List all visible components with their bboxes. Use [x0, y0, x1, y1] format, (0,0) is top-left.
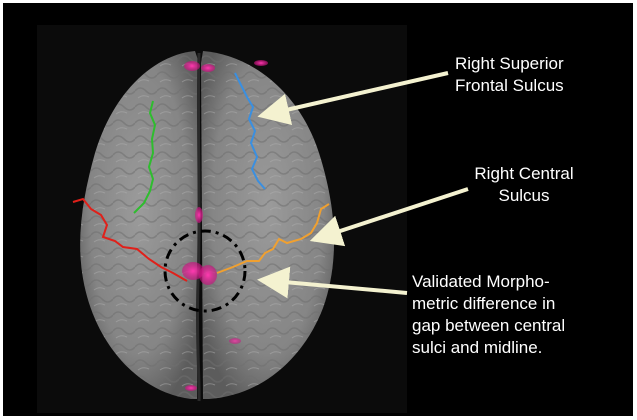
- callout-central: Right Central Sulcus: [459, 163, 589, 207]
- callout-morphometric: Validated Morpho- metric difference in g…: [412, 271, 565, 359]
- callout-superior-frontal-line1: Right Superior: [455, 53, 564, 75]
- callout-morphometric-line1: Validated Morpho-: [412, 271, 565, 293]
- callout-central-line2: Sulcus: [459, 185, 589, 207]
- midline-fissure: [197, 53, 199, 401]
- callout-morphometric-line4: sulci and midline.: [412, 337, 565, 359]
- callout-morphometric-line3: gap between central: [412, 315, 565, 337]
- callout-morphometric-line2: metric difference in: [412, 293, 565, 315]
- figure-frame: Right Superior Frontal Sulcus Right Cent…: [3, 3, 633, 416]
- callout-superior-frontal-line2: Frontal Sulcus: [455, 75, 564, 97]
- callout-superior-frontal: Right Superior Frontal Sulcus: [455, 53, 564, 97]
- callout-central-line1: Right Central: [459, 163, 589, 185]
